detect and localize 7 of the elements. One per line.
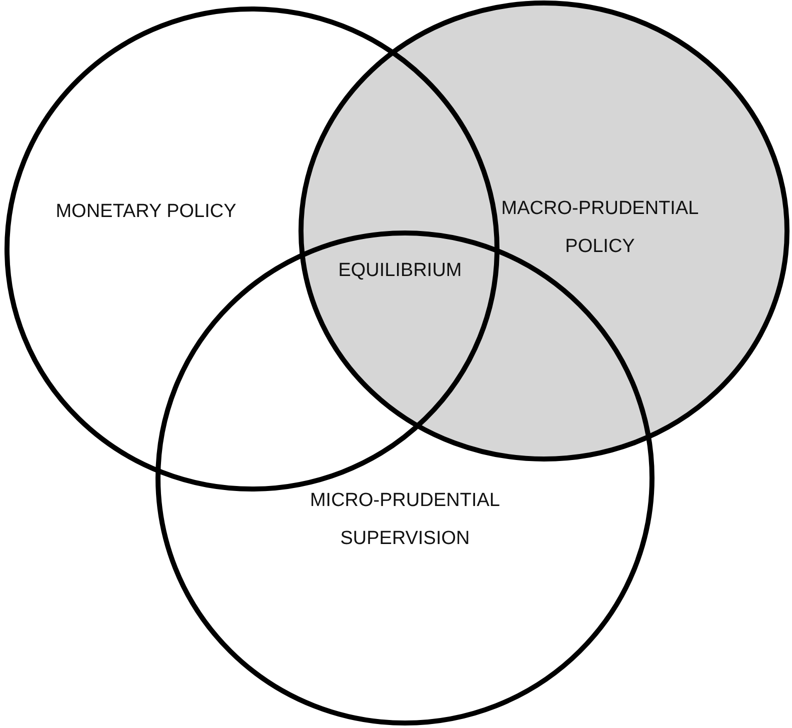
venn-circle <box>4 6 500 492</box>
venn-circle <box>298 0 790 462</box>
circle-label: MICRO-PRUDENTIAL SUPERVISION <box>308 489 501 551</box>
circle-label: MACRO-PRUDENTIAL POLICY <box>500 197 700 259</box>
circle-label: MONETARY POLICY <box>54 200 238 224</box>
venn-circle <box>155 230 655 726</box>
overlap-label: EQUILIBRIUM <box>337 259 463 283</box>
